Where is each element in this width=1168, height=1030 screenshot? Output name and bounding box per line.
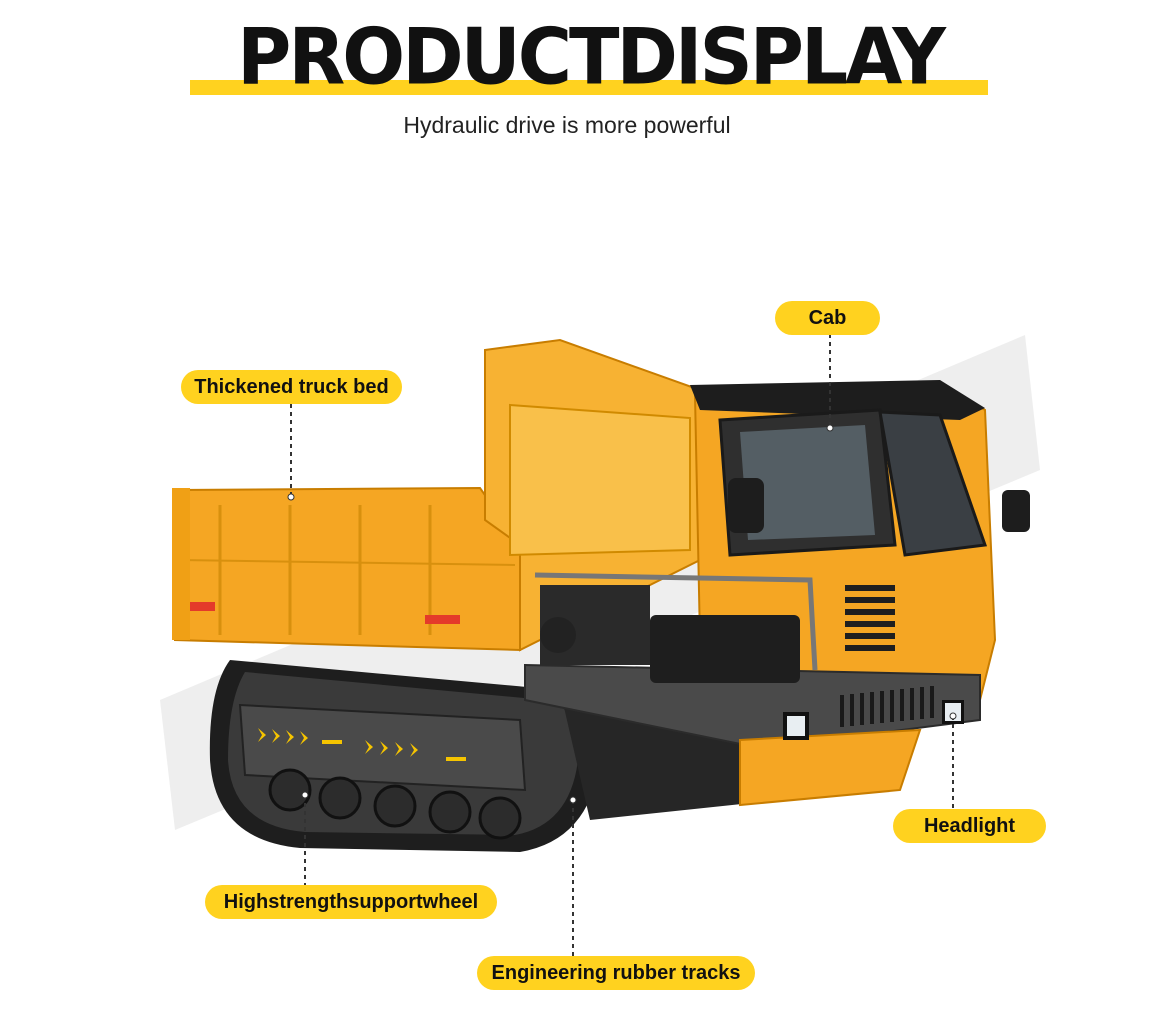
callout-support-wheel: Highstrengthsupportwheel bbox=[205, 885, 497, 919]
callout-anchor-dots bbox=[287, 424, 957, 804]
headlight-left bbox=[783, 712, 809, 740]
page-title: PRODUCTDISPLAY bbox=[237, 11, 946, 103]
title-block: PRODUCTDISPLAY bbox=[190, 18, 990, 98]
rubber-track-assembly bbox=[209, 660, 790, 852]
page-subtitle: Hydraulic drive is more powerful bbox=[403, 112, 731, 138]
callout-headlight-label: Headlight bbox=[923, 814, 1016, 837]
callout-truck-bed: Thickened truck bed bbox=[181, 370, 402, 404]
callout-truck-bed-label: Thickened truck bed bbox=[194, 375, 389, 398]
callout-headlight: Headlight bbox=[893, 809, 1046, 843]
title-underline bbox=[190, 80, 988, 95]
callout-cab-label: Cab bbox=[808, 306, 847, 329]
cab-vent-grille bbox=[845, 585, 895, 651]
track-guard-arrows bbox=[258, 728, 466, 761]
callout-rubber-tracks-label: Engineering rubber tracks bbox=[491, 961, 741, 984]
callout-support-wheel-label: Highstrengthsupportwheel bbox=[223, 890, 479, 913]
callout-leader-lines bbox=[290, 334, 954, 958]
truck-bed bbox=[172, 338, 701, 652]
headlight-right bbox=[942, 700, 964, 724]
front-bumper bbox=[524, 572, 981, 807]
callout-cab: Cab bbox=[775, 301, 880, 335]
support-wheels bbox=[268, 768, 522, 840]
callout-rubber-tracks: Engineering rubber tracks bbox=[477, 956, 755, 990]
